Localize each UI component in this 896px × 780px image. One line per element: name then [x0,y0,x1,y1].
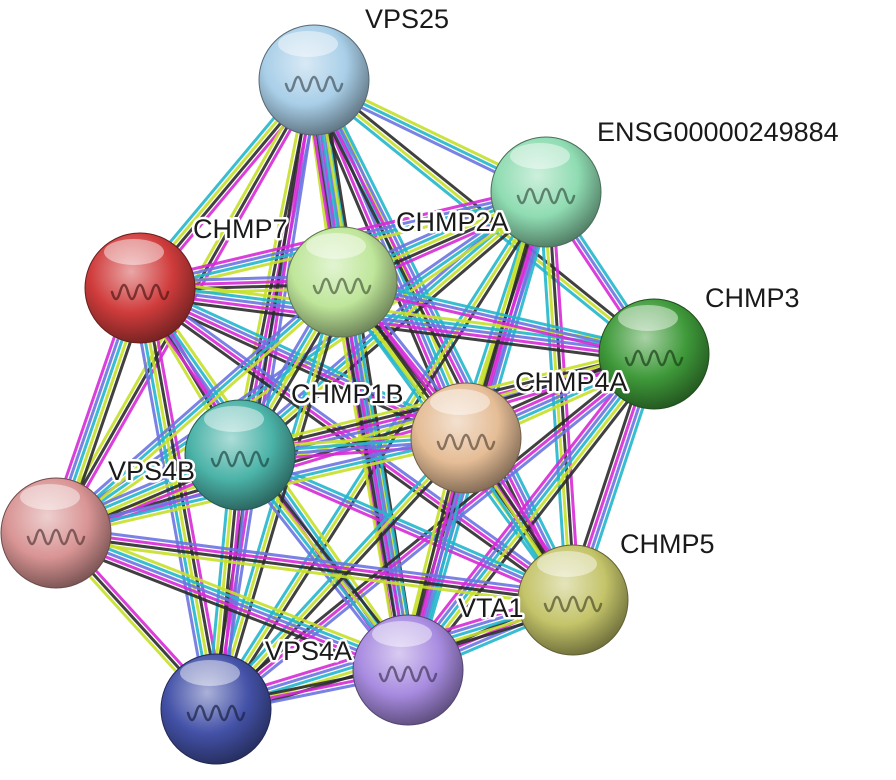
edge-chmp7-chmp3 [138,278,656,364]
node-label-chmp2a: CHMP2A [396,207,509,237]
edge-line [332,283,402,672]
edge-line [54,537,573,608]
node-label-vps25: VPS25 [365,4,449,34]
node-chmp2a[interactable] [286,226,398,338]
edge-line [56,529,574,600]
edge-line [400,347,649,666]
edge-line [57,284,346,538]
edge-line [340,281,410,671]
edge-line [52,539,406,680]
node-highlight [510,143,570,169]
node-sphere[interactable] [258,24,370,136]
node-sphere[interactable] [490,136,602,248]
edge-line [138,287,218,710]
edge-line [53,535,408,676]
node-sphere[interactable] [410,382,522,494]
node-highlight [104,239,164,265]
protein-structure-icon [210,450,270,468]
protein-structure-icon [284,75,344,93]
edge-line [538,192,569,601]
edge-line [232,78,310,455]
node-highlight [537,551,597,577]
node-sphere[interactable] [286,226,398,338]
protein-structure-icon [186,704,246,722]
edge-chmp2a-vta1 [332,280,418,672]
node-label-chmp5: CHMP5 [620,529,715,559]
edge-chmp2a-vps4b [52,277,346,538]
node-label-chmp4a: CHMP4A [515,367,628,397]
node-vta1[interactable] [352,614,464,726]
node-sphere[interactable] [160,653,272,765]
node-sphere[interactable] [598,298,710,410]
node-chmp3[interactable] [598,298,710,410]
node-highlight [372,621,432,647]
protein-structure-icon [543,595,603,613]
edge-line [550,191,581,600]
node-sphere[interactable] [84,232,196,344]
node-sphere[interactable] [352,614,464,726]
node-chmp4a[interactable] [410,382,522,494]
edge-vps4b-vta1 [52,523,412,680]
node-sphere[interactable] [184,399,296,511]
node-highlight [20,484,80,510]
edge-line [139,286,655,356]
edge-line [56,527,411,668]
edge-line [313,78,655,356]
edge-line [56,525,575,596]
edge-line [218,282,348,711]
node-highlight [278,31,338,57]
node-ensg00000249884[interactable] [490,136,602,248]
protein-structure-icon [110,283,170,301]
node-highlight [306,233,366,259]
edge-line [344,281,414,670]
edge-line [139,290,654,360]
protein-structure-icon [624,349,684,367]
protein-structure-icon [516,187,576,205]
node-label-chmp7: CHMP7 [193,214,288,244]
node-chmp5[interactable] [517,544,629,656]
edge-line [239,453,574,602]
edge-line [138,294,654,364]
edge-line [413,358,662,677]
protein-structure-icon [436,433,496,451]
node-label-vps4b: VPS4B [108,456,195,486]
edge-line [55,533,573,604]
node-label-ensg00000249884: ENSG00000249884 [597,117,839,147]
edge-chmp3-vta1 [400,347,662,677]
node-chmp7[interactable] [84,232,196,344]
node-label-chmp1b: CHMP1B [291,379,404,409]
protein-structure-icon [378,665,438,683]
edge-line [348,280,418,669]
node-chmp1b[interactable] [184,399,296,511]
edge-line [214,79,316,710]
edge-line [55,531,409,672]
edge-line [406,353,656,671]
edge-line [55,280,343,535]
node-highlight [204,406,264,432]
node-label-vps4a: VPS4A [265,636,352,666]
edge-line [142,286,222,709]
edge-line [52,277,341,531]
edge-line [212,349,653,707]
edge-line [58,523,412,664]
node-label-chmp3: CHMP3 [705,283,800,313]
node-vps25[interactable] [258,24,370,136]
edge-vps4b-chmp5 [54,525,575,608]
node-sphere[interactable] [0,477,112,589]
node-highlight [430,389,490,415]
edge-line [403,350,652,669]
edge-line [410,355,659,674]
node-label-vta1: VTA1 [458,593,524,623]
node-sphere[interactable] [517,544,629,656]
node-vps4b[interactable] [0,477,112,589]
protein-structure-icon [26,528,86,546]
protein-structure-icon [312,277,372,295]
node-vps4a[interactable] [160,653,272,765]
node-highlight [180,660,240,686]
node-highlight [618,305,678,331]
edge-line [336,282,406,671]
edge-line [241,449,576,598]
